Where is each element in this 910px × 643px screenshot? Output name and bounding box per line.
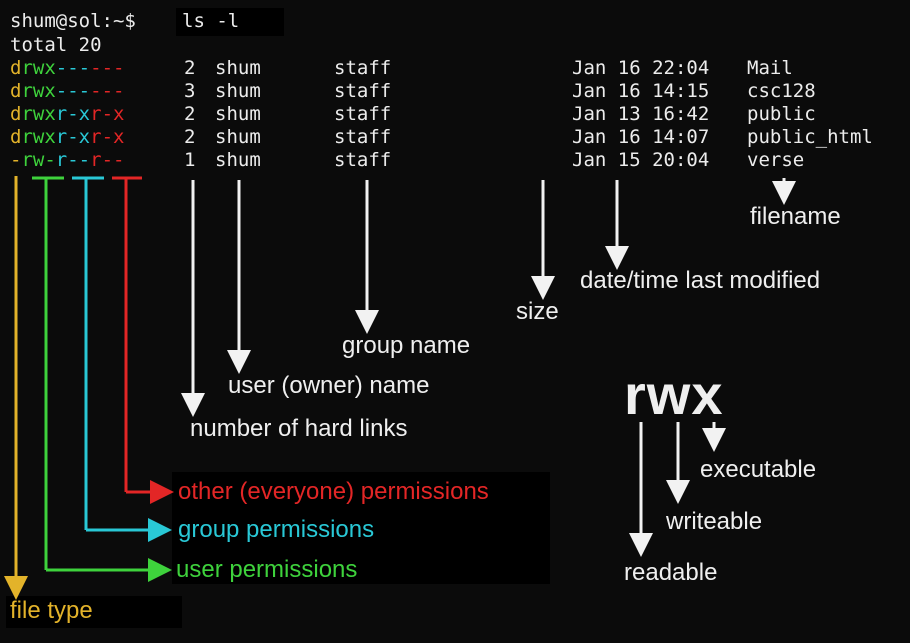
label-other-permissions: other (everyone) permissions bbox=[178, 478, 489, 505]
filename: csc128 bbox=[747, 80, 816, 102]
perm-group: --- bbox=[55, 57, 91, 79]
command-text: ls -l bbox=[182, 10, 240, 32]
other-perm-bracket bbox=[112, 176, 174, 504]
date-modified: Jan 16 14:07 bbox=[572, 126, 710, 148]
perm-other: --- bbox=[90, 57, 125, 79]
label-owner-name: user (owner) name bbox=[228, 372, 430, 399]
perm-user: rw- bbox=[21, 149, 56, 171]
group: staff bbox=[334, 149, 392, 171]
perm-other: r-- bbox=[90, 149, 125, 171]
label-readable: readable bbox=[624, 559, 718, 586]
perm-user: rwx bbox=[21, 126, 56, 148]
label-writeable: writeable bbox=[666, 508, 763, 535]
date-modified: Jan 13 16:42 bbox=[572, 103, 710, 125]
group: staff bbox=[334, 103, 392, 125]
label-user-permissions: user permissions bbox=[176, 556, 358, 583]
hard-links: 3 bbox=[184, 80, 196, 102]
owner: shum bbox=[215, 149, 261, 171]
hard-links: 2 bbox=[184, 103, 196, 125]
perm-other: r-x bbox=[90, 103, 125, 125]
perm-user: rwx bbox=[21, 80, 56, 102]
owner: shum bbox=[215, 57, 261, 79]
owner: shum bbox=[215, 80, 261, 102]
label-group-name: group name bbox=[342, 332, 471, 359]
group: staff bbox=[334, 126, 392, 148]
hard-links: 2 bbox=[184, 126, 196, 148]
owner: shum bbox=[215, 103, 261, 125]
file-type-label-box bbox=[6, 596, 182, 628]
rwx-title: rwx bbox=[624, 363, 724, 426]
label-date-modified: date/time last modified bbox=[580, 267, 821, 294]
label-executable: executable bbox=[700, 456, 817, 483]
perm-user: rwx bbox=[21, 103, 56, 125]
filename: public bbox=[747, 103, 816, 125]
command-box bbox=[176, 8, 284, 36]
label-filename: filename bbox=[750, 203, 841, 230]
date-modified: Jan 15 20:04 bbox=[572, 149, 710, 171]
label-size: size bbox=[516, 298, 559, 325]
perm-group: --- bbox=[55, 80, 91, 102]
filename: Mail bbox=[747, 57, 793, 79]
label-file-type: file type bbox=[10, 597, 93, 624]
user-perm-bracket bbox=[32, 176, 172, 582]
perm-type: d bbox=[10, 126, 22, 148]
white-arrows bbox=[181, 178, 796, 557]
hard-links: 2 bbox=[184, 57, 196, 79]
perm-group: r-- bbox=[55, 149, 91, 171]
perm-group: r-x bbox=[55, 126, 91, 148]
label-group-permissions: group permissions bbox=[178, 516, 375, 543]
perm-user: rwx bbox=[21, 57, 56, 79]
perm-other: r-x bbox=[90, 126, 125, 148]
hard-links: 1 bbox=[184, 149, 196, 171]
owner: shum bbox=[215, 126, 261, 148]
perm-type: - bbox=[10, 149, 22, 171]
group: staff bbox=[334, 57, 392, 79]
group: staff bbox=[334, 80, 392, 102]
perm-group: r-x bbox=[55, 103, 91, 125]
perm-type: d bbox=[10, 103, 22, 125]
shell-prompt: shum@sol:~$ bbox=[10, 10, 136, 32]
permissions-label-box bbox=[172, 472, 550, 584]
perm-other: --- bbox=[90, 80, 125, 102]
filename: verse bbox=[747, 149, 805, 171]
date-modified: Jan 16 22:04 bbox=[572, 57, 710, 79]
perm-type: d bbox=[10, 57, 22, 79]
total-line: total 20 bbox=[10, 34, 102, 56]
filename: public_html bbox=[747, 126, 873, 148]
group-perm-bracket bbox=[72, 176, 172, 542]
date-modified: Jan 16 14:15 bbox=[572, 80, 710, 102]
label-hard-links: number of hard links bbox=[190, 415, 408, 442]
perm-type: d bbox=[10, 80, 22, 102]
